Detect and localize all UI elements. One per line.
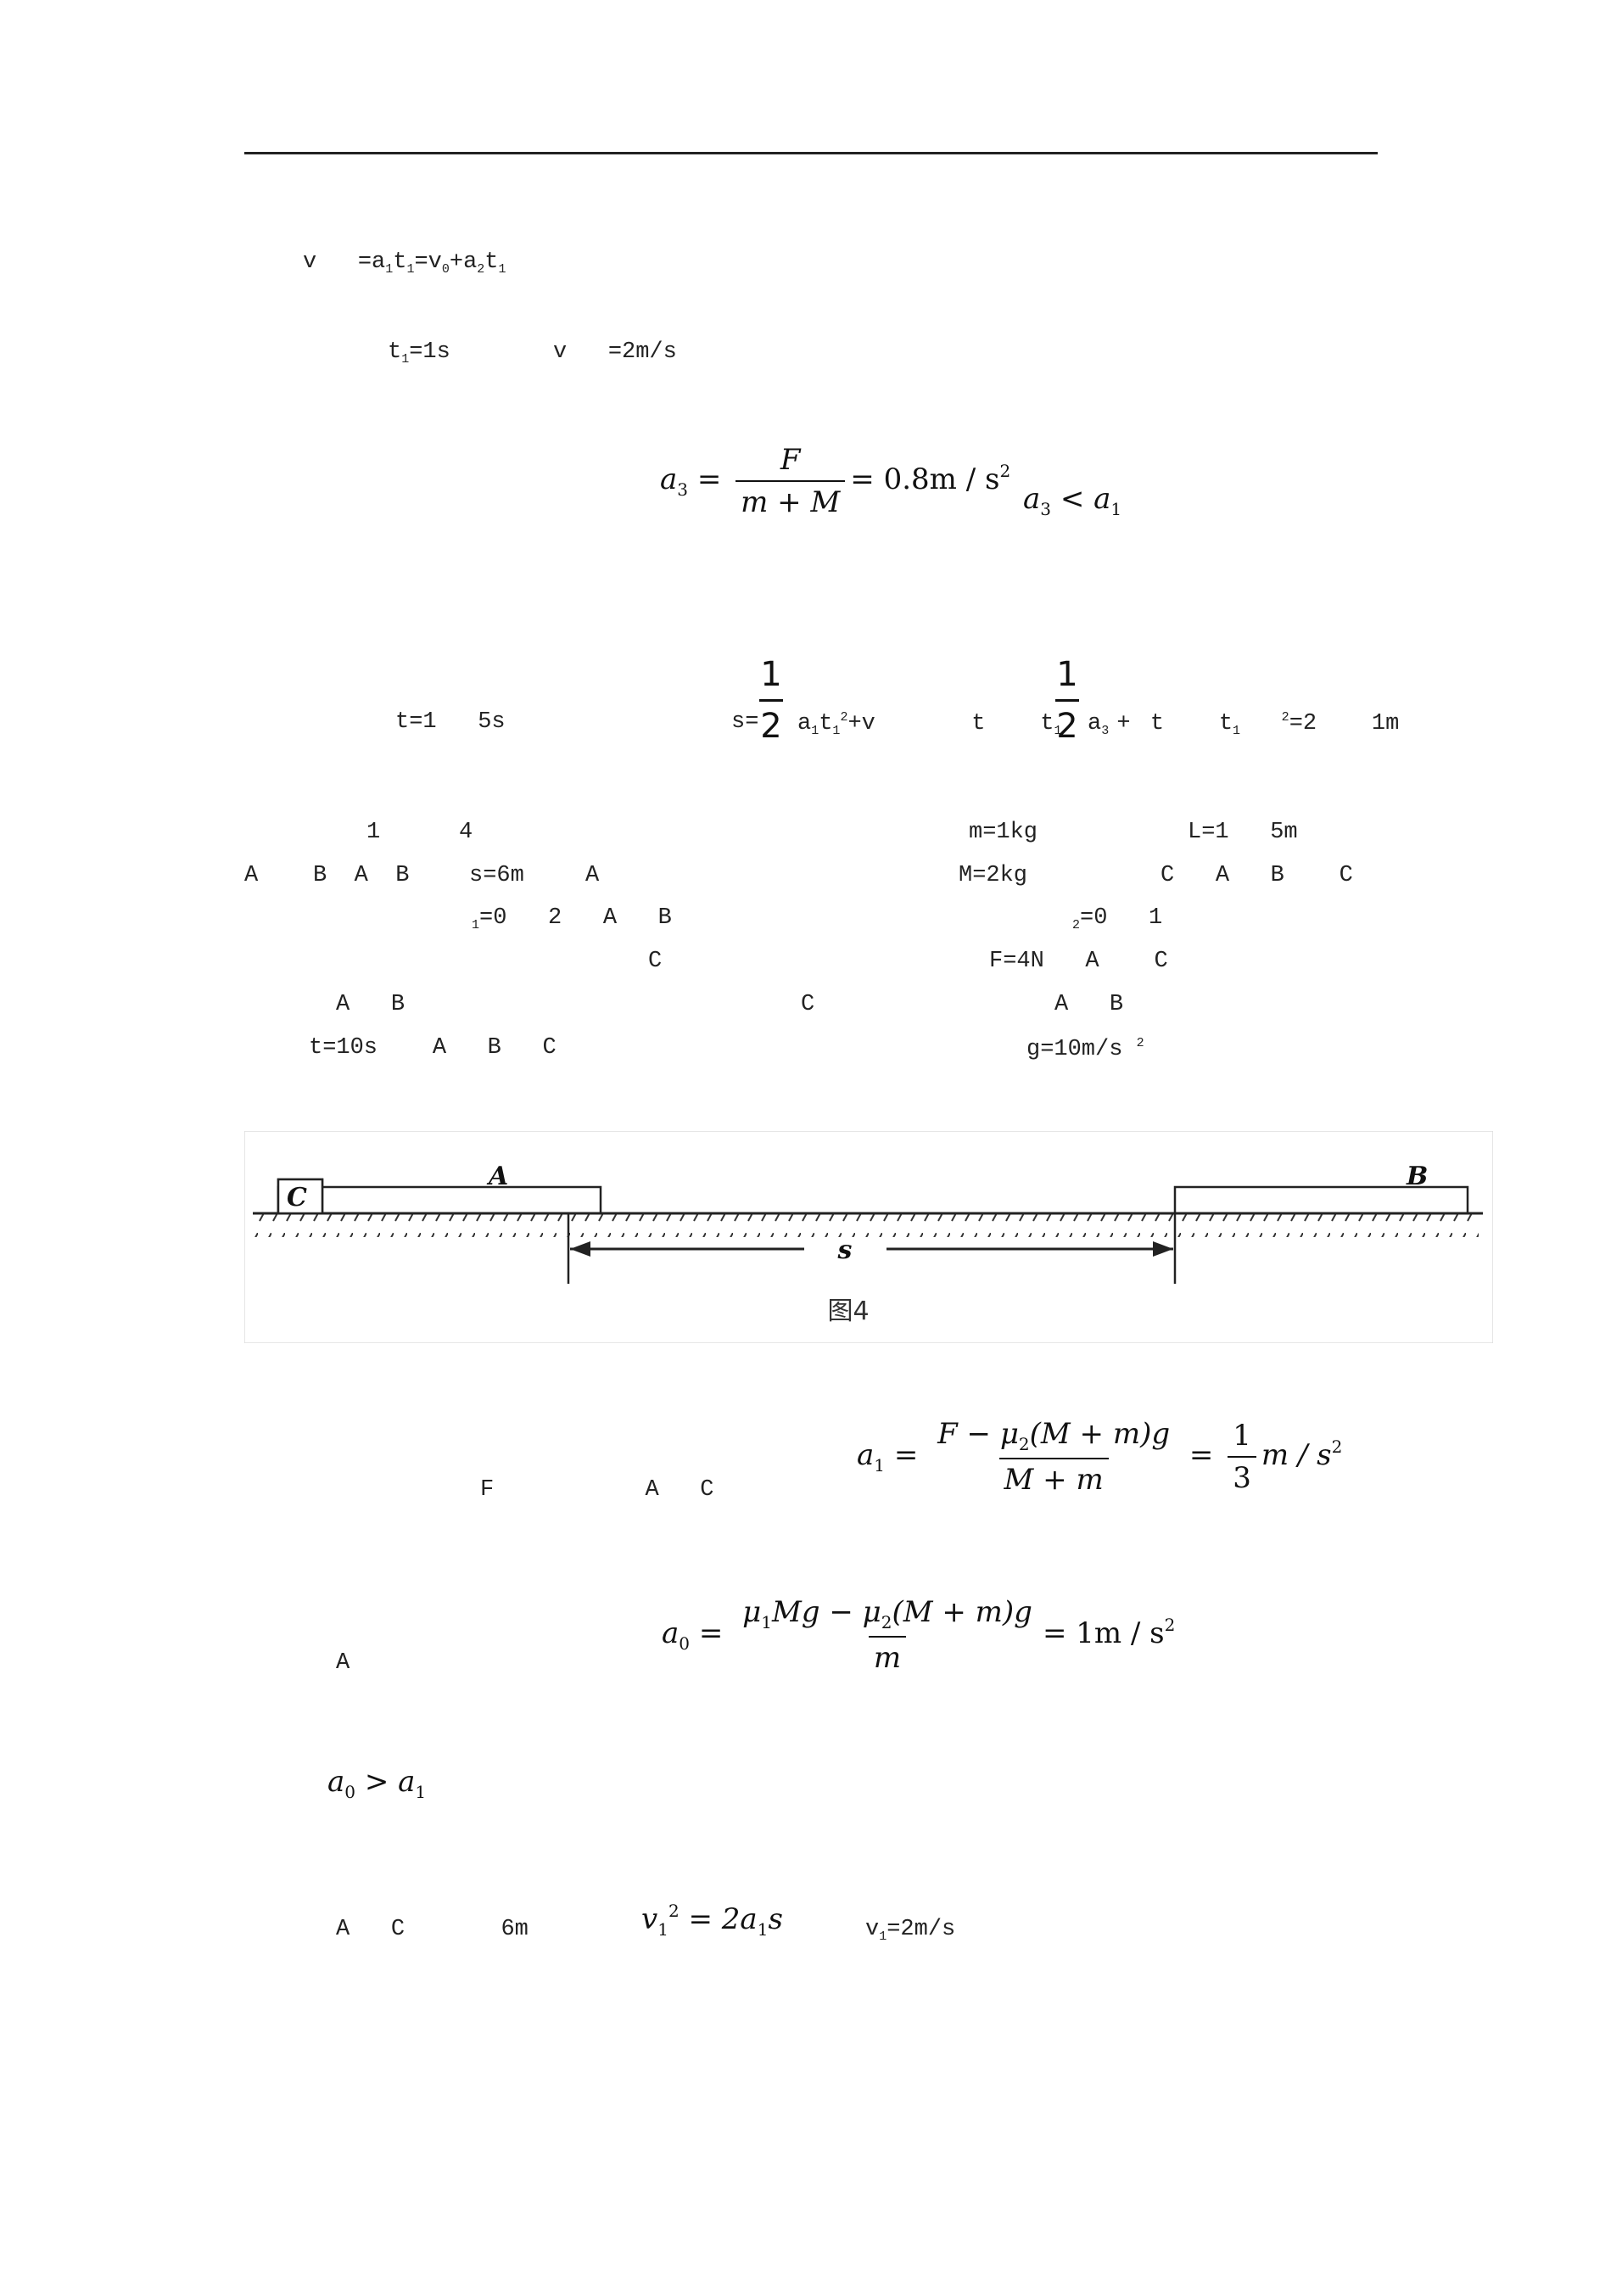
svg-text:C: C bbox=[287, 1183, 307, 1212]
label-a: A bbox=[486, 1162, 508, 1191]
length-L: L=1 5m bbox=[1188, 820, 1298, 845]
problem-row-4-C: C bbox=[648, 949, 663, 974]
kinematic-v1-equation: v12 = 2a1s bbox=[641, 1901, 783, 1940]
last-line-prefix: A C 6m bbox=[336, 1917, 529, 1942]
displacement-equation: a1t12+v t t1 + bbox=[797, 710, 1131, 738]
problem-row-2-A: A bbox=[585, 863, 600, 888]
eq-a0-prefix: A bbox=[336, 1650, 350, 1676]
gravity-g: g=10m/s 2 bbox=[1026, 1036, 1144, 1062]
time-result: t1=1s bbox=[388, 339, 450, 367]
friction-mu1: 1=0 2 A B bbox=[472, 905, 672, 932]
problem-row-6-a: t=10s A B C bbox=[309, 1035, 557, 1061]
board-b bbox=[1173, 1185, 1469, 1215]
eq-a1-prefix: F A C bbox=[480, 1477, 714, 1503]
problem-row-5-C: C bbox=[801, 992, 815, 1017]
problem-row-1-b: 4 bbox=[459, 820, 473, 845]
mass-m: m=1kg bbox=[969, 820, 1038, 845]
problem-row-5-b: A B bbox=[1054, 992, 1124, 1017]
velocity-equation-line: v =a1t1=v0+a2t1 bbox=[303, 249, 506, 277]
displacement-equation-tail: a3 t t1 2=2 1m bbox=[1088, 710, 1400, 738]
label-s: s bbox=[837, 1235, 853, 1265]
acceleration-comparison-a0-a1: a0 > a1 bbox=[327, 1765, 427, 1802]
figure-4-diagram: C C A B s 图4 bbox=[244, 1131, 1493, 1343]
displacement-s-prefix: s= bbox=[731, 709, 759, 735]
label-b: B bbox=[1406, 1162, 1428, 1191]
problem-row-2-a: A B A B bbox=[244, 863, 410, 888]
ground-hatching bbox=[253, 1213, 1479, 1237]
figure-caption: 图4 bbox=[827, 1296, 869, 1326]
problem-row-1-a: 1 bbox=[366, 820, 381, 845]
distance-s: s=6m bbox=[469, 863, 524, 888]
friction-mu2: 2=0 1 bbox=[1072, 905, 1163, 932]
problem-row-5-a: A B bbox=[336, 992, 406, 1017]
header-rule bbox=[244, 152, 1378, 154]
mass-M: M=2kg bbox=[959, 863, 1028, 888]
problem-row-2-b: C A B C bbox=[1161, 863, 1353, 888]
total-time: t=1 5s bbox=[395, 709, 506, 735]
acceleration-comparison-a3-a1: a3 < a1 bbox=[1023, 482, 1122, 519]
velocity-result: v =2m/s bbox=[553, 339, 677, 365]
velocity-v1-result: v1=2m/s bbox=[865, 1917, 956, 1944]
force-F: F=4N A C bbox=[989, 949, 1168, 974]
